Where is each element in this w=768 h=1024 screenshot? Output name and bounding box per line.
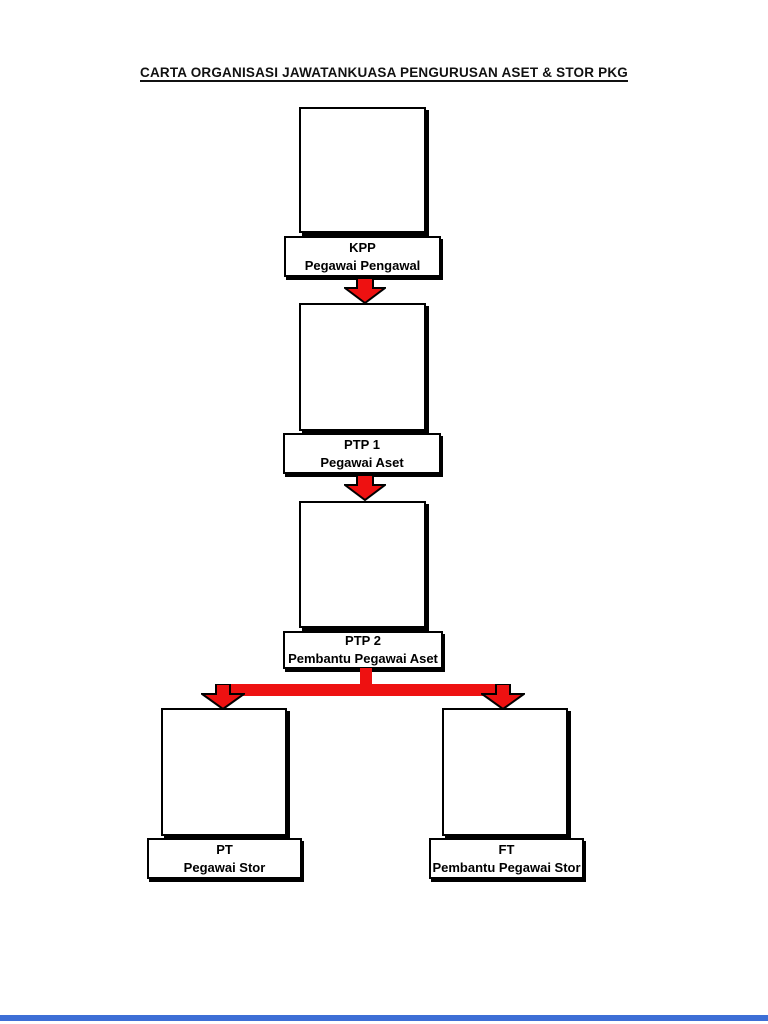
- photo-placeholder-ft: [442, 708, 568, 836]
- photo-placeholder-kpp: [299, 107, 426, 233]
- node-role: Pegawai Aset: [320, 454, 404, 470]
- page-title: CARTA ORGANISASI JAWATANKUASA PENGURUSAN…: [140, 65, 628, 80]
- photo-placeholder-ptp2: [299, 501, 426, 628]
- node-label-ptp1: PTP 1 Pegawai Aset: [283, 433, 441, 474]
- node-code: PT: [216, 841, 233, 857]
- photo-placeholder-ptp1: [299, 303, 426, 431]
- down-arrow-icon: [344, 474, 386, 501]
- node-code: FT: [498, 841, 515, 857]
- node-label-ptp2: PTP 2 Pembantu Pegawai Aset: [283, 631, 443, 669]
- node-role: Pembantu Pegawai Aset: [288, 651, 438, 666]
- down-arrow-icon: [344, 277, 386, 304]
- node-code: PTP 1: [344, 436, 380, 452]
- node-label-ft: FT Pembantu Pegawai Stor: [429, 838, 584, 879]
- node-code: PTP 2: [345, 633, 381, 648]
- node-role: Pegawai Stor: [183, 859, 266, 875]
- connector-horizontal-bar: [217, 684, 510, 696]
- node-code: KPP: [349, 239, 376, 255]
- down-arrow-icon: [201, 684, 245, 710]
- node-role: Pegawai Pengawal: [304, 257, 421, 273]
- node-label-kpp: KPP Pegawai Pengawal: [284, 236, 441, 277]
- viewer-progress-bar: [0, 1015, 768, 1021]
- photo-placeholder-pt: [161, 708, 287, 836]
- node-label-pt: PT Pegawai Stor: [147, 838, 302, 879]
- node-role: Pembantu Pegawai Stor: [432, 859, 581, 875]
- down-arrow-icon: [481, 684, 525, 710]
